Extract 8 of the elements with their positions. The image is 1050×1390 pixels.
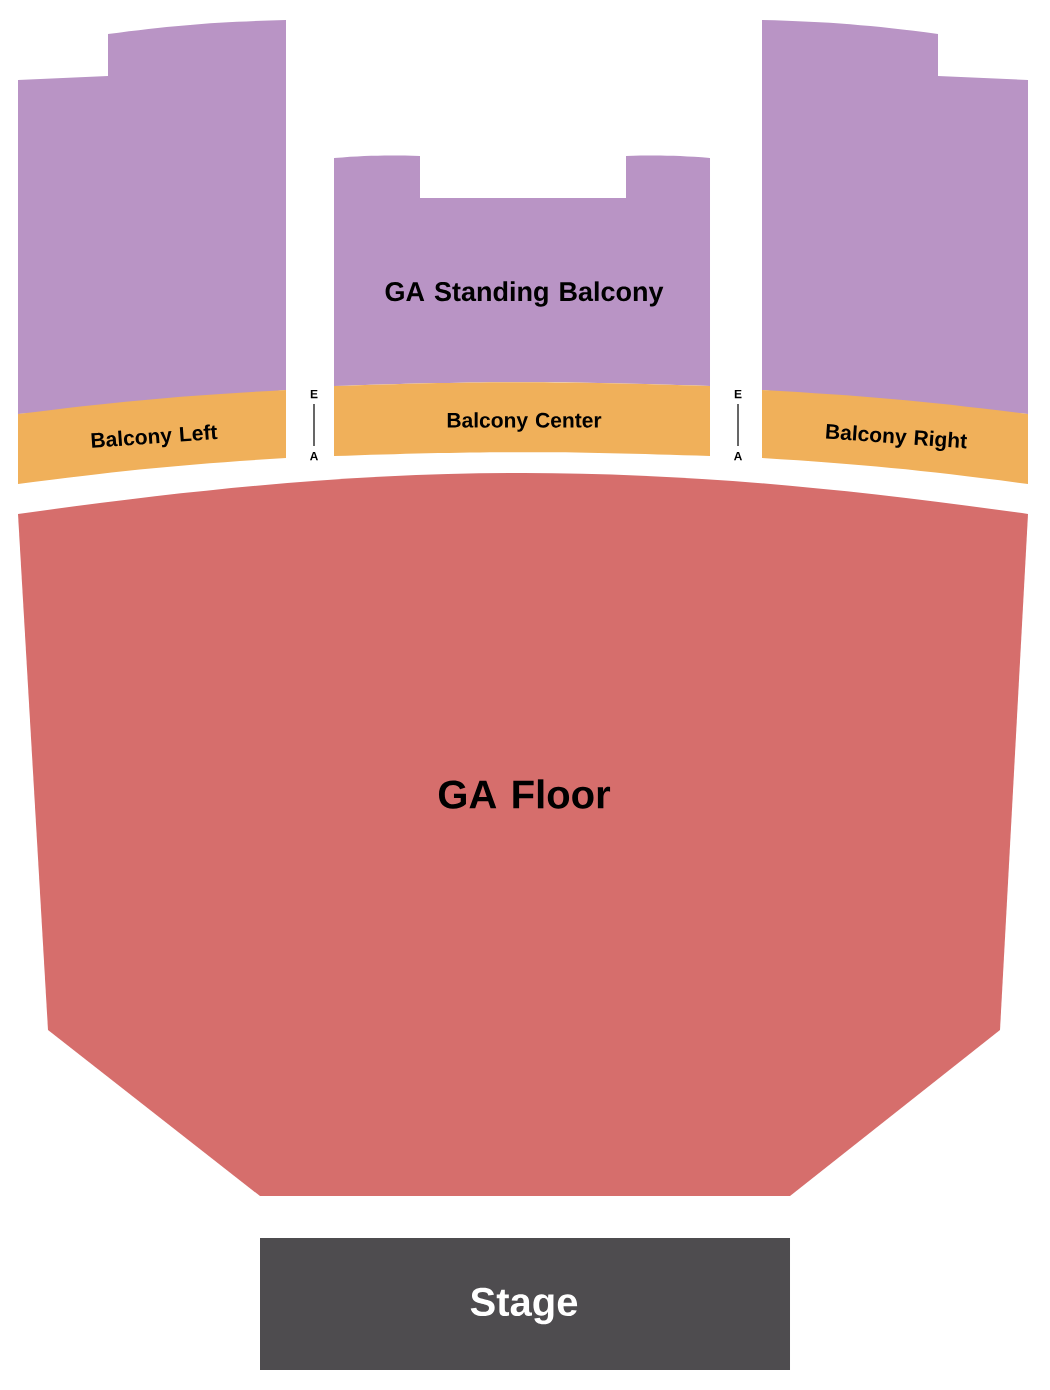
seating-section: Balcony Center — [334, 382, 710, 456]
balcony-section — [18, 20, 286, 414]
balcony-section — [762, 20, 1028, 414]
standing-section: GA Standing Balcony — [334, 155, 710, 386]
floor-section: GA Floor — [18, 472, 1028, 1196]
stage: Stage — [260, 1238, 790, 1370]
seating-section: Balcony Right — [762, 390, 1028, 484]
seating-section: Balcony Left — [18, 390, 286, 484]
